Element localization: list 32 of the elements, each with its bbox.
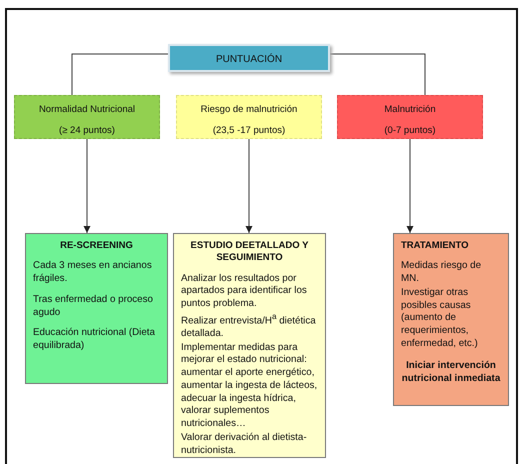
- score-range: (0-7 puntos): [383, 125, 437, 136]
- score-range: (≥ 24 puntos): [58, 125, 116, 136]
- arrow: [84, 138, 90, 234]
- heading: PUNTUACIÓN: [214, 54, 284, 65]
- body-text: Realizar entrevista/H$^{a}$ dietética detallada.: [181, 312, 317, 341]
- category-title: Riesgo de malnutrición: [200, 104, 298, 115]
- emphasis-text: Iniciar intervención nutricional inmediata: [401, 360, 501, 386]
- box-heading: ESTUDIO DEETALLADO Y SEGUIMIENTO: [190, 240, 310, 265]
- body-text: Investigar otras posibles causas (aumento de requerimientos, enfermedad, etc.): [401, 286, 479, 350]
- score-box: [168, 44, 330, 72]
- category-box: [176, 95, 322, 139]
- category-box: [337, 95, 483, 139]
- box-heading: RE-SCREENING: [59, 240, 134, 252]
- action-box: [173, 233, 326, 458]
- body-text: Cada 3 meses en ancianos frágiles.: [33, 260, 153, 286]
- category-title: Malnutrición: [383, 104, 437, 115]
- action-box: [25, 233, 168, 384]
- arrow: [406, 138, 414, 234]
- body-text: Analizar los resultados por apartados para identificar los puntos problema.: [181, 272, 308, 311]
- box-heading: TRATAMIENTO: [401, 240, 470, 252]
- category-title: Normalidad Nutricional: [38, 104, 136, 115]
- body-text: Implementar medidas para mejorar el estado nutricional: aumentar el aporte energético, aumentar la ingesta de lácteos, adecuar la ingesta hídrica, valorar suplementos nutricionales…: [181, 342, 318, 431]
- body-text: Medidas riesgo de MN.: [401, 260, 482, 286]
- connector-line: [72, 54, 168, 96]
- body-text: Educación nutricional (Dieta equilibrada): [33, 327, 156, 353]
- body-text: Tras enfermedad o proceso agudo: [33, 294, 154, 320]
- connector-line: [330, 54, 426, 96]
- body-text: Valorar derivación al dietista-nutricionista.: [181, 432, 308, 458]
- score-range: (23,5 -17 puntos): [212, 125, 286, 136]
- category-box: [14, 95, 160, 139]
- arrow: [246, 138, 252, 234]
- action-box: [393, 233, 509, 406]
